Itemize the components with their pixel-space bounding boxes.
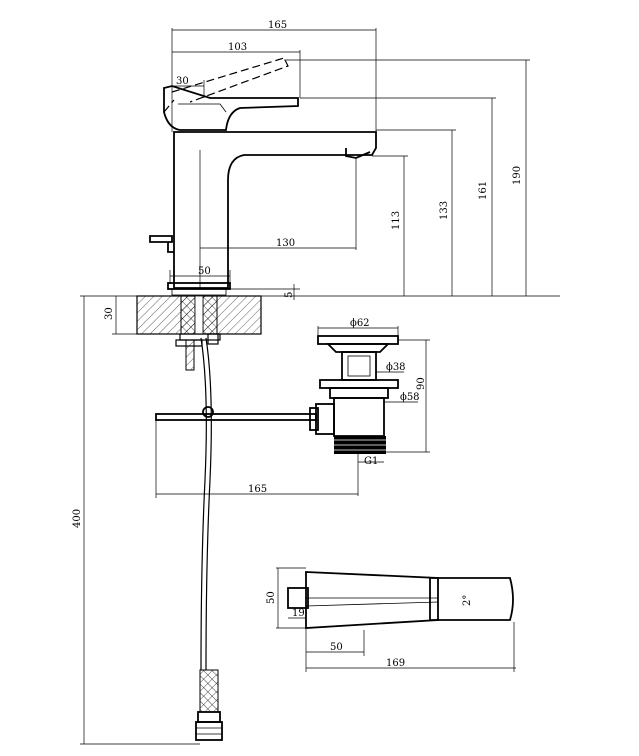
dim-base-diameter: 50 (198, 266, 211, 277)
spout-aerator (345, 148, 371, 159)
supply-hose (195, 337, 223, 741)
dim-drain-thread: G1 (364, 456, 378, 467)
dim-faucet-width: 165 (268, 20, 287, 31)
drain-assembly (309, 335, 399, 454)
dim-drain-body: ϕ58 (400, 392, 420, 403)
faucet-body (173, 131, 377, 289)
popup-lever (149, 235, 173, 243)
dim-height-handle-top: 161 (478, 181, 489, 200)
dim-drain-height: 90 (416, 377, 427, 390)
dim-height-spout-top: 133 (439, 201, 450, 220)
dimension-lines (80, 28, 530, 745)
dim-handle-reach: 103 (228, 42, 247, 53)
dim-handle-angle: 30 (176, 76, 189, 87)
dim-top-angle: 2° (462, 595, 473, 606)
dim-top-height: 50 (266, 591, 277, 604)
dim-top-length: 169 (386, 658, 405, 669)
counter-section (80, 295, 560, 371)
dim-rod-length: 165 (248, 484, 267, 495)
dim-drain-cap: ϕ62 (350, 318, 370, 329)
dimension-labels: 165 103 30 190 161 133 113 130 50 5 30 4… (72, 20, 523, 669)
dim-height-spout-outlet: 113 (391, 211, 402, 230)
dim-height-total: 190 (512, 166, 523, 185)
dim-drain-inner: ϕ38 (386, 362, 406, 373)
base-flange (167, 282, 231, 290)
dim-top-offset: 19 (292, 608, 305, 619)
dim-top-base: 50 (330, 642, 343, 653)
dim-base-plate: 5 (284, 292, 295, 298)
top-view (287, 571, 514, 629)
faucet-side-view (149, 57, 377, 296)
dim-spout-reach: 130 (276, 238, 295, 249)
dim-hose-length: 400 (72, 509, 83, 528)
handle-lever (163, 85, 299, 131)
popup-rod (155, 406, 317, 421)
dim-counter-thickness: 30 (104, 307, 115, 320)
handle-detail (178, 103, 227, 113)
